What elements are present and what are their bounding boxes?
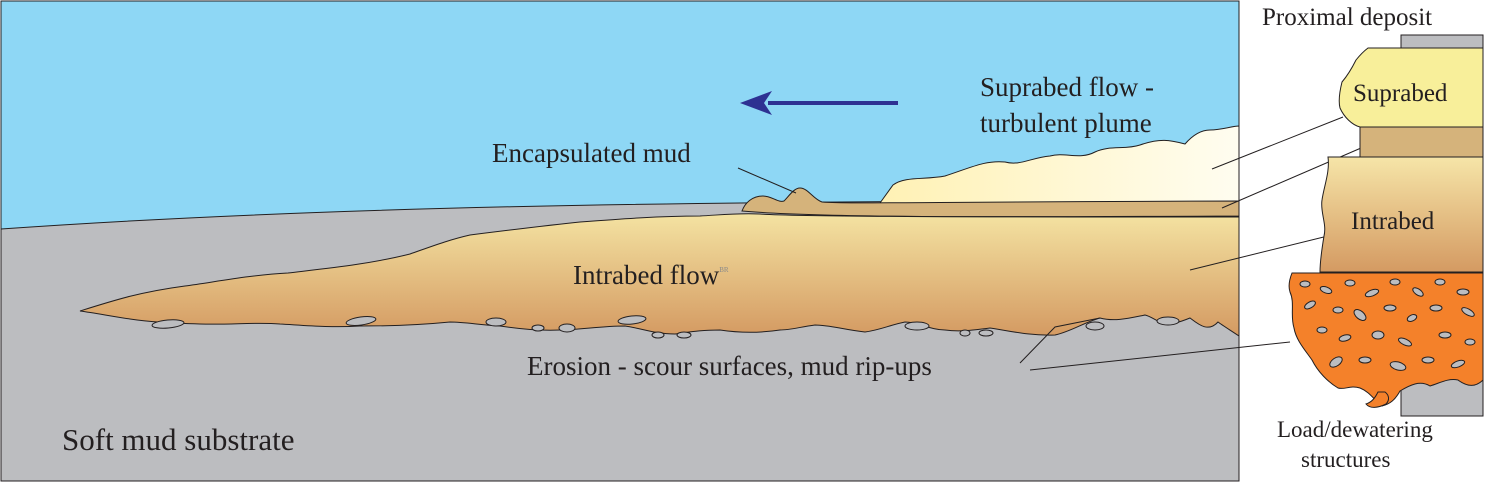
- rip-up-clast: [651, 331, 665, 339]
- load-clast: [1429, 304, 1443, 312]
- load-clast: [1450, 359, 1466, 369]
- load-clast: [1364, 288, 1380, 298]
- label-load-line1: Load/dewatering: [1277, 417, 1433, 442]
- leader-intrabed-flow: [1189, 232, 1341, 271]
- leader-suprabed-flow: [1211, 116, 1344, 170]
- label-erosion: Erosion - scour surfaces, mud rip-ups: [527, 351, 932, 381]
- label-suprabed-flow-line1: Suprabed flow -: [980, 72, 1154, 102]
- log-unit-suprabed: [1338, 47, 1484, 128]
- load-clast: [1344, 279, 1356, 287]
- label-soft-mud-substrate: Soft mud substrate: [62, 422, 295, 457]
- cross-section-panel: Suprabed flow - turbulent plume Encapsul…: [0, 0, 1369, 482]
- rip-up-clast: [345, 316, 377, 326]
- load-clast: [1464, 338, 1476, 346]
- load-mud-clasts: [1299, 278, 1476, 371]
- label-suprabed: Suprabed: [1353, 80, 1448, 107]
- load-clast: [1316, 326, 1328, 334]
- rip-up-clast: [1085, 321, 1105, 331]
- log-unit-intrabed: [1319, 156, 1484, 273]
- rip-up-clast: [978, 329, 994, 337]
- load-clast: [1371, 330, 1385, 340]
- load-clast: [1406, 314, 1418, 322]
- label-encapsulated-mud: Encapsulated mud: [492, 138, 691, 168]
- rip-up-clast: [617, 315, 647, 325]
- leader-encapsulated-mud: [737, 167, 797, 194]
- load-clast: [1304, 300, 1316, 310]
- rip-up-clast: [558, 323, 576, 333]
- label-intrabed: Intrabed: [1351, 208, 1435, 235]
- load-clast: [1389, 278, 1401, 286]
- load-clast: [1299, 280, 1311, 288]
- load-clast: [1329, 356, 1343, 368]
- load-clast: [1389, 361, 1407, 371]
- load-clast: [1383, 304, 1397, 312]
- load-clast: [1412, 287, 1424, 297]
- suprabed-plume: [879, 125, 1240, 204]
- leader-erosion: [1019, 317, 1101, 364]
- leader-load-structures: [1029, 341, 1291, 371]
- load-clast: [1319, 286, 1333, 294]
- load-clast: [1438, 331, 1452, 339]
- load-clast: [1353, 309, 1367, 321]
- load-clast: [1456, 288, 1470, 296]
- rip-up-clast: [959, 329, 971, 337]
- intrabed-flow-body: [79, 213, 1240, 337]
- label-intrabed-flow-text: Intrabed flow: [573, 260, 720, 290]
- leader-mud-layer: [1221, 144, 1369, 209]
- log-flame-structure: [1365, 391, 1389, 408]
- load-clast: [1434, 278, 1446, 286]
- rip-up-clast: [904, 321, 930, 331]
- rip-up-clast: [531, 324, 545, 332]
- load-clast: [1398, 337, 1412, 347]
- label-intrabed-flow-mark: BR: [719, 266, 729, 274]
- load-clast: [1421, 356, 1435, 364]
- load-clast: [1358, 356, 1372, 364]
- mud-rip-up-clasts: [151, 315, 1180, 339]
- rip-up-clast: [151, 319, 185, 329]
- load-clast: [1461, 307, 1475, 317]
- rip-up-clast: [676, 331, 692, 339]
- proximal-deposit-log: Proximal deposit: [1262, 4, 1484, 472]
- log-unit-mud: [1359, 126, 1484, 158]
- rip-up-clast: [1156, 316, 1180, 326]
- arrow-left-icon: [740, 91, 898, 115]
- label-suprabed-flow-line2: turbulent plume: [980, 108, 1152, 138]
- label-proximal-deposit: Proximal deposit: [1262, 4, 1432, 31]
- label-load-line2: structures: [1301, 447, 1390, 472]
- load-clast: [1338, 334, 1352, 342]
- label-intrabed-flow: Intrabed flowBR: [573, 260, 729, 290]
- rip-up-clast: [485, 317, 507, 327]
- load-clast: [1332, 306, 1344, 314]
